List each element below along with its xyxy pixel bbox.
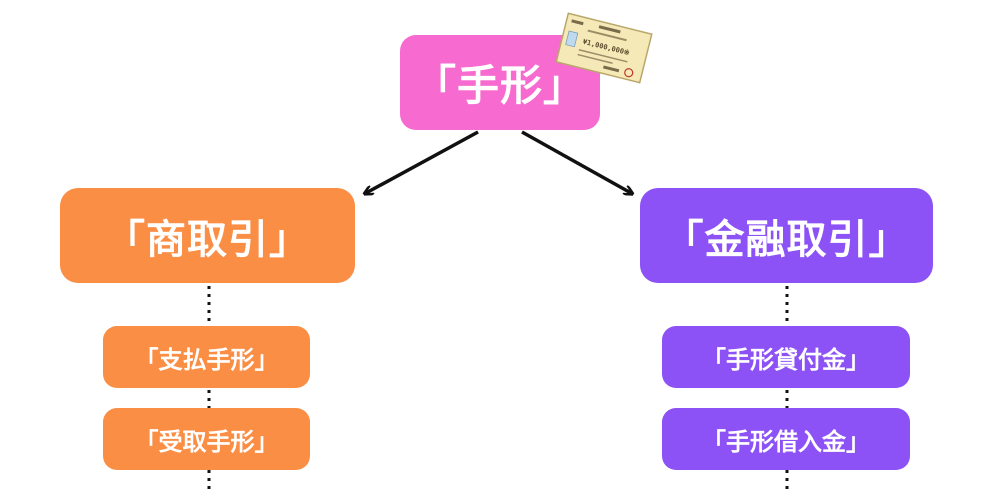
category-financial-transaction: 「金融取引」 [640, 188, 933, 283]
arrow-to-financial [521, 130, 631, 193]
leaf-borrowings-on-notes: 「手形借入金」 [662, 408, 910, 470]
leaf-notes-payable: 「支払手形」 [103, 326, 310, 388]
promissory-note-icon: ¥1,000,000※ [555, 12, 653, 84]
root-node-tegata: 「手形」 [400, 35, 600, 130]
category-commercial-transaction: 「商取引」 [60, 188, 355, 283]
leaf-loans-on-notes: 「手形貸付金」 [662, 326, 910, 388]
arrow-to-commercial [366, 130, 479, 193]
leaf-notes-receivable: 「受取手形」 [103, 408, 310, 470]
